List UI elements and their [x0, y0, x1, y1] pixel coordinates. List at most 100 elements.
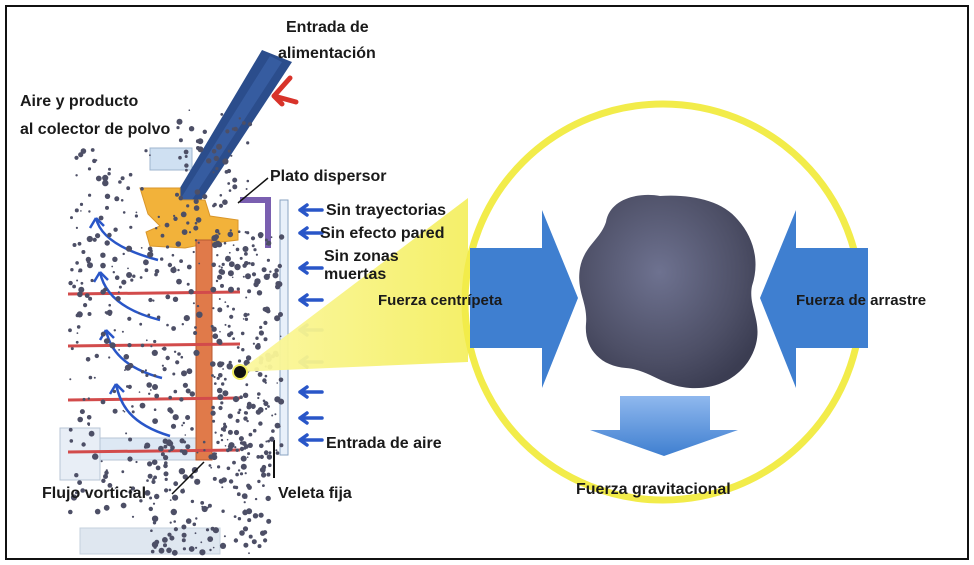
particle [160, 452, 165, 457]
particle [186, 282, 190, 286]
particle [278, 234, 285, 240]
particle [220, 401, 224, 405]
particle [238, 436, 244, 442]
particle [178, 195, 184, 201]
particle [210, 526, 215, 531]
particle [176, 118, 183, 125]
particle [161, 364, 164, 367]
particle [202, 440, 206, 444]
particle [256, 455, 261, 459]
particle [196, 146, 200, 150]
particle [205, 528, 210, 532]
particle [247, 289, 252, 294]
particle [152, 384, 158, 390]
particle [127, 267, 129, 270]
particle [244, 252, 248, 256]
particle [227, 413, 233, 419]
particle [98, 215, 104, 221]
fixed-vane-wall [279, 199, 289, 456]
particle [218, 373, 223, 378]
particle [166, 439, 172, 445]
particle [160, 257, 164, 261]
particle [185, 168, 188, 172]
particle [227, 429, 233, 435]
particle [237, 230, 241, 233]
particle [220, 266, 223, 269]
particle [118, 180, 122, 184]
particle [130, 486, 136, 491]
particle [233, 515, 237, 518]
centripetal-force-label: Fuerza centrípeta [378, 292, 503, 309]
particle [278, 377, 284, 383]
air-inlet-label: Entrada de aire [326, 435, 442, 452]
no-dead-zones-label-line1: Sin zonas [324, 248, 399, 265]
particle [229, 229, 232, 232]
particle [114, 196, 120, 202]
particle [74, 155, 79, 160]
particle [94, 508, 101, 515]
particle [269, 270, 272, 273]
particle [139, 402, 146, 409]
particle [276, 382, 279, 384]
particle [228, 189, 232, 192]
particle [126, 272, 133, 278]
particle [188, 289, 194, 295]
particle [221, 262, 225, 266]
particle [162, 537, 168, 543]
particle [233, 538, 239, 543]
particle [95, 233, 101, 239]
particle [222, 199, 228, 205]
particle [185, 388, 191, 394]
particle [169, 499, 172, 501]
particle [88, 210, 91, 213]
particle [214, 382, 217, 385]
particle [267, 405, 270, 408]
particle [232, 485, 237, 489]
particle [226, 363, 233, 370]
particle [80, 281, 84, 285]
particle [182, 547, 186, 551]
particle [128, 362, 134, 369]
particle [242, 318, 245, 320]
particle [245, 383, 249, 387]
particle [245, 496, 248, 499]
particle [194, 189, 201, 195]
particle [173, 389, 178, 394]
particle [150, 345, 153, 348]
particle [226, 438, 229, 441]
gravitational-force-arrow [590, 396, 738, 456]
particle [237, 517, 242, 521]
particle [108, 356, 111, 359]
particle [179, 397, 184, 402]
particle [121, 470, 125, 474]
particle [251, 539, 257, 545]
particle [180, 211, 187, 218]
particle [120, 176, 125, 181]
particle [171, 253, 175, 257]
particle [193, 198, 199, 204]
particle [245, 355, 252, 361]
particle [232, 177, 238, 183]
particle [151, 541, 159, 548]
particle [148, 506, 153, 512]
particle [265, 440, 268, 443]
left-arrow-icon [298, 261, 324, 275]
particle [183, 315, 190, 322]
feed-arrow-icon [271, 75, 299, 107]
bottom-outlet [79, 527, 221, 555]
particle [124, 369, 126, 371]
particle [92, 237, 97, 242]
particle [235, 247, 240, 252]
particle [154, 493, 160, 500]
particle [129, 225, 133, 229]
particle [222, 390, 229, 397]
particle [87, 397, 91, 400]
particle [82, 397, 86, 401]
particle [218, 232, 221, 235]
particle [212, 476, 217, 481]
particle [264, 238, 268, 242]
particle [107, 232, 112, 238]
particle [154, 269, 160, 274]
